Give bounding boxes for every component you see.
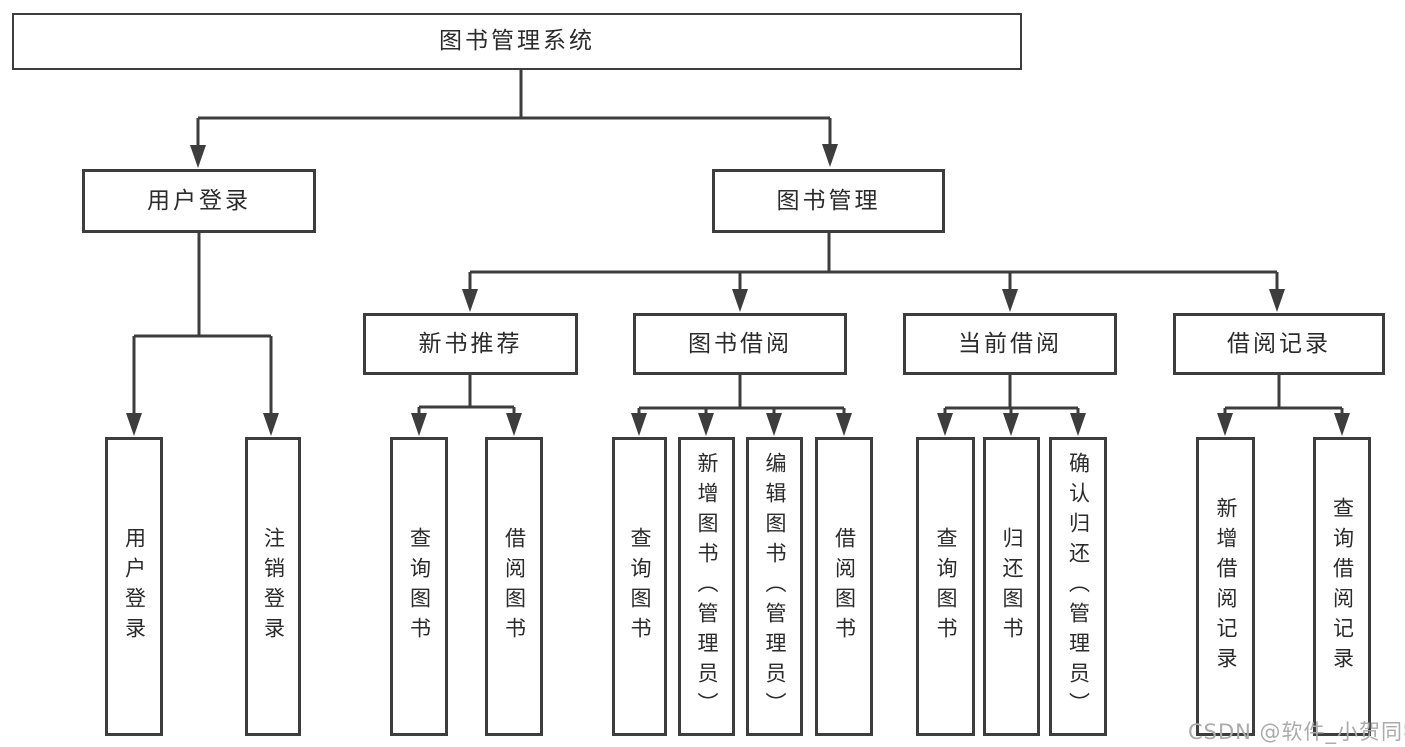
node-user-login: 用户登录 bbox=[82, 169, 316, 233]
leaf-query-books-borrow: 查询图书 bbox=[612, 437, 667, 736]
node-book-borrow: 图书借阅 bbox=[633, 313, 847, 375]
node-library-system: 图书管理系统 bbox=[12, 13, 1022, 70]
leaf-add-book-admin: 新增图书（管理员） bbox=[678, 437, 735, 736]
leaf-borrow-books-recommend: 借阅图书 bbox=[485, 437, 543, 736]
leaf-add-borrow-record: 新增借阅记录 bbox=[1196, 437, 1255, 736]
leaf-query-books-current: 查询图书 bbox=[916, 437, 975, 736]
leaf-borrow-books: 借阅图书 bbox=[815, 437, 873, 736]
leaf-return-books: 归还图书 bbox=[983, 437, 1040, 736]
leaf-query-borrow-record: 查询借阅记录 bbox=[1313, 437, 1371, 736]
leaf-user-login: 用户登录 bbox=[105, 437, 163, 736]
csdn-watermark: CSDN @软件_小贺同学 bbox=[1188, 720, 1405, 744]
leaf-edit-book-admin: 编辑图书（管理员） bbox=[746, 437, 803, 736]
leaf-logout: 注销登录 bbox=[245, 437, 301, 736]
node-new-book-recommend: 新书推荐 bbox=[363, 313, 578, 375]
node-book-management: 图书管理 bbox=[712, 169, 945, 233]
leaf-query-books-recommend: 查询图书 bbox=[390, 437, 448, 736]
node-borrow-records: 借阅记录 bbox=[1173, 313, 1385, 375]
node-current-borrow: 当前借阅 bbox=[903, 313, 1117, 375]
leaf-confirm-return-admin: 确认归还（管理员） bbox=[1049, 437, 1107, 736]
